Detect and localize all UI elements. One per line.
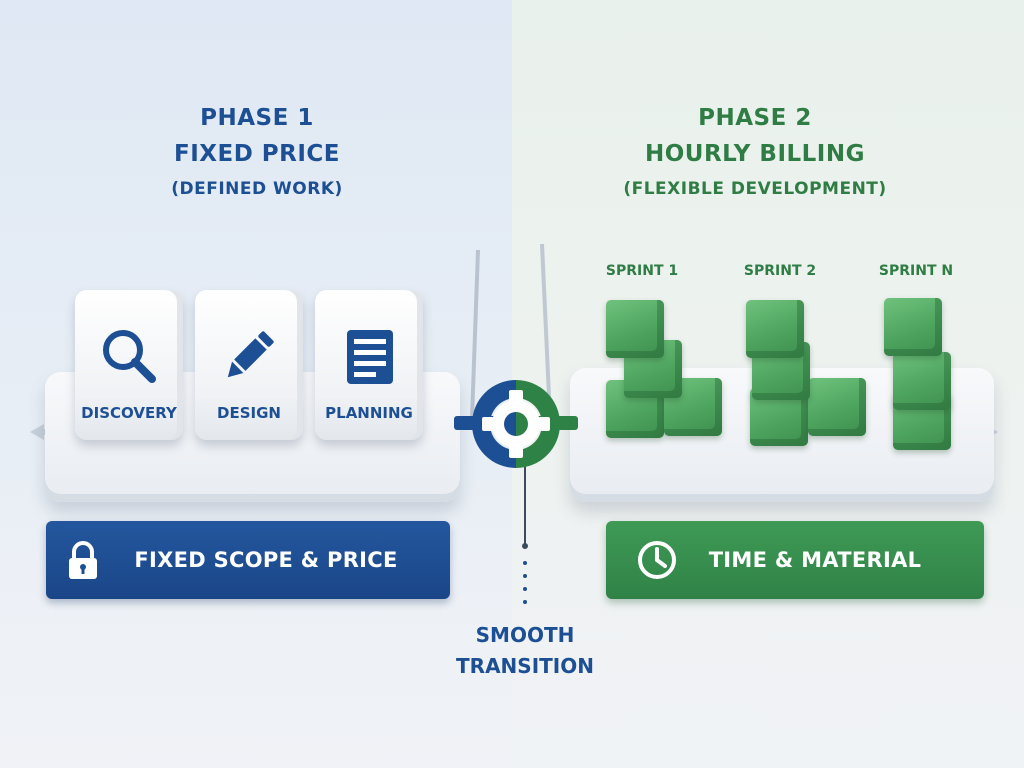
design-label: DESIGN [217,404,281,422]
sprint-1-label: SPRINT 1 [605,263,679,279]
phase2-title: PHASE 2 [698,105,812,131]
sprint-1-cube [606,300,664,358]
discovery-label: DISCOVERY [81,404,177,422]
floor-surface [0,470,1024,768]
sprint-2-label: SPRINT 2 [743,263,817,279]
phase1-title: PHASE 1 [200,105,314,131]
clock-icon [638,541,676,579]
phase1-model: FIXED PRICE [173,141,341,167]
right-divider-fin [540,244,552,418]
phase1-heading: PHASE 1 FIXED PRICE (DEFINED WORK) [112,100,402,204]
transition-line1: SMOOTH [475,623,575,647]
phase1-subtitle: (DEFINED WORK) [171,179,343,199]
discovery-tile: DISCOVERY [75,290,183,440]
pencil-icon [227,331,274,378]
phase2-subtitle: (FLEXIBLE DEVELOPMENT) [623,179,887,199]
transition-dot [523,574,527,578]
time-material-label: TIME & MATERIAL [708,548,922,572]
transition-dot [523,561,527,565]
fixed-scope-bar: FIXED SCOPE & PRICE [46,521,450,599]
left-arrow-icon [30,424,44,440]
magnifier-icon [103,330,156,383]
sprint-n-cube [893,352,951,410]
transition-dot [523,587,527,591]
planning-tile: PLANNING [315,290,423,440]
phase2-heading: PHASE 2 HOURLY BILLING (FLEXIBLE DEVELOP… [600,100,910,204]
gear-icon [454,380,578,468]
left-divider-fin [470,250,480,418]
sprint-n-cube [884,298,942,356]
design-tile: DESIGN [195,290,303,440]
sprint-n-label: SPRINT N [878,263,954,279]
padlock-icon [69,541,97,579]
time-material-bar: TIME & MATERIAL [606,521,984,599]
sprint-2-cube [746,300,804,358]
sprint-2-cube [808,378,866,436]
fixed-scope-label: FIXED SCOPE & PRICE [134,548,398,572]
transition-dot [523,600,527,604]
phase2-model: HOURLY BILLING [644,141,865,167]
document-icon [347,330,393,384]
transition-stem-end [522,543,528,549]
transition-line2: TRANSITION [456,654,594,678]
transition-label: SMOOTH TRANSITION [440,620,610,682]
planning-label: PLANNING [325,404,413,422]
